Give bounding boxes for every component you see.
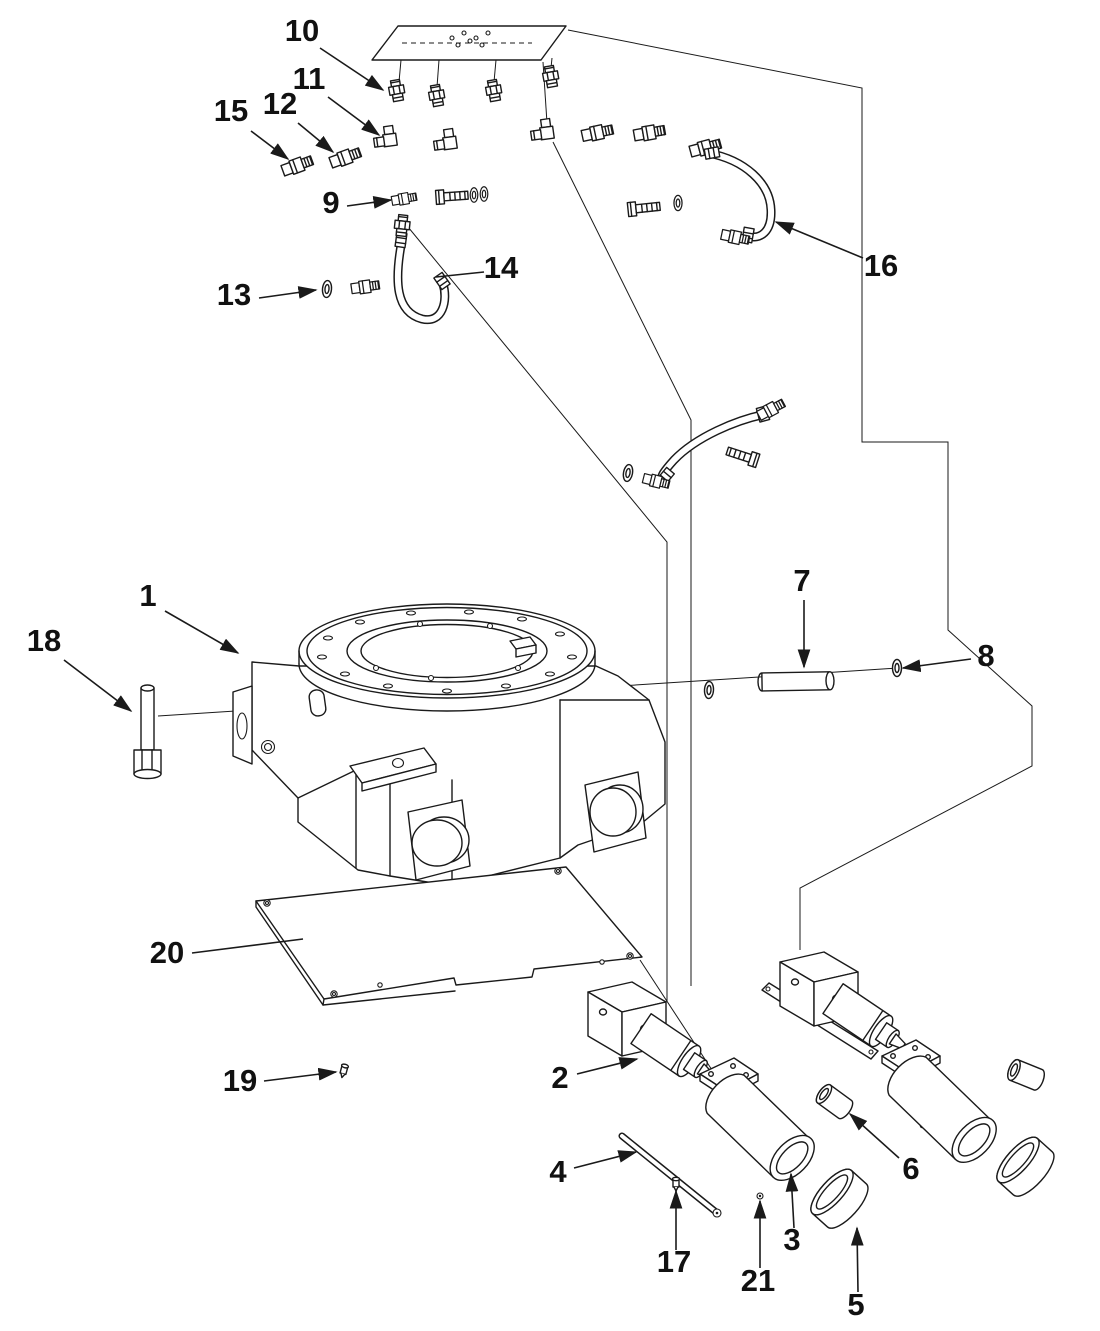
- hose-14: [321, 213, 451, 325]
- spacer-6: [812, 1081, 857, 1122]
- washer: [673, 194, 683, 212]
- callout-leader-4: [573, 1150, 638, 1169]
- union-fitting: [632, 122, 667, 144]
- fitting-9: [390, 190, 418, 208]
- callout-number-17: 17: [657, 1244, 691, 1279]
- fitting-11: [371, 124, 398, 149]
- callout-leader-11: [327, 96, 381, 136]
- callout-number-7: 7: [793, 563, 810, 598]
- callout-number-6: 6: [902, 1151, 919, 1186]
- callout-number-8: 8: [977, 638, 994, 673]
- tube-right: [879, 1039, 1006, 1172]
- screw-17: [671, 1176, 681, 1192]
- callout-leader-16: [774, 221, 864, 259]
- hose-fitting: [755, 396, 788, 423]
- callout-number-10: 10: [285, 13, 319, 48]
- bolt-18: [133, 684, 162, 780]
- callout-leader-12: [297, 122, 335, 154]
- bushing-right: [989, 1130, 1062, 1203]
- callout-leader-19: [263, 1067, 338, 1082]
- washer: [703, 680, 715, 700]
- rod-4: [618, 1132, 722, 1218]
- cylinder-right: [779, 951, 919, 1065]
- callout-leader-2: [576, 1057, 639, 1075]
- washer: [469, 187, 479, 203]
- fitting-10: [386, 78, 407, 103]
- callout-number-5: 5: [847, 1287, 864, 1322]
- hose-crimp: [703, 146, 721, 160]
- callout-number-20: 20: [150, 935, 184, 970]
- callout-leader-8: [901, 658, 972, 673]
- pin-21: [756, 1192, 764, 1200]
- callout-leader-15: [250, 130, 290, 160]
- callout-number-15: 15: [214, 93, 248, 128]
- banjo-bolt-top: [434, 186, 489, 206]
- hex-bolt: [434, 187, 470, 206]
- bushing-5: [803, 1162, 876, 1235]
- hex-bolt: [626, 198, 662, 218]
- screw-19: [337, 1062, 350, 1080]
- spacer-right: [1004, 1057, 1048, 1093]
- callout-leader-14: [435, 271, 485, 278]
- callout-number-3: 3: [783, 1222, 800, 1257]
- tube-3: [697, 1057, 824, 1190]
- union-fitting: [580, 121, 615, 144]
- washer-13: [321, 279, 333, 299]
- callout-number-19: 19: [223, 1063, 257, 1098]
- straight-fitting: [483, 78, 504, 103]
- housing-1: [232, 661, 666, 887]
- pin-7: [757, 671, 835, 692]
- callout-leader-3: [785, 1172, 799, 1229]
- callout-leader-6: [848, 1112, 900, 1159]
- callout-leader-5: [850, 1226, 864, 1293]
- callout-number-11: 11: [293, 61, 326, 96]
- callout-number-13: 13: [217, 277, 251, 312]
- callout-leader-18: [63, 659, 133, 712]
- hose-16: [626, 146, 776, 247]
- callout-leader-10: [319, 47, 385, 91]
- washer: [479, 186, 489, 202]
- straight-fitting: [426, 83, 447, 108]
- callout-number-14: 14: [484, 250, 519, 285]
- callout-leader-9: [346, 196, 393, 209]
- washer: [621, 463, 635, 483]
- base-plate-20: [255, 866, 643, 1006]
- callout-number-4: 4: [549, 1154, 567, 1189]
- callout-leader-20: [191, 938, 304, 954]
- callout-leader-1: [164, 610, 240, 654]
- callout-number-12: 12: [263, 86, 297, 121]
- hose-middle: [621, 396, 788, 491]
- callout-number-2: 2: [551, 1060, 568, 1095]
- bearing-ring: [298, 603, 596, 712]
- manifold-plate: [371, 25, 567, 61]
- elbow-fitting: [528, 117, 555, 142]
- hose-fitting: [350, 278, 381, 296]
- callout-number-21: 21: [741, 1263, 775, 1298]
- elbow-fitting: [431, 127, 458, 152]
- hose-fitting: [392, 213, 412, 238]
- callout-number-9: 9: [322, 185, 339, 220]
- fitting-12: [327, 144, 364, 171]
- callout-leader-13: [258, 286, 318, 299]
- hydraulic-fittings: [279, 64, 723, 208]
- callout-number-16: 16: [864, 248, 898, 283]
- callout-number-18: 18: [27, 623, 61, 658]
- washer-8: [891, 658, 903, 678]
- hex-bolt: [724, 443, 761, 469]
- callout-number-1: 1: [139, 578, 156, 613]
